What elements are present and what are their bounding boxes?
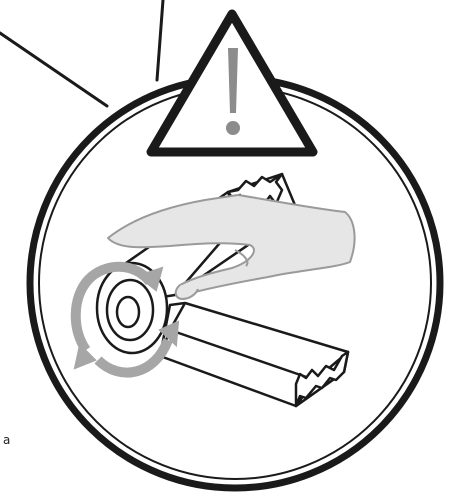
leader-line-top	[157, 0, 163, 80]
leader-line-left	[0, 33, 107, 106]
leader-lines	[0, 0, 163, 106]
callout-label: a	[3, 433, 10, 447]
lower-wooden-block	[160, 303, 348, 406]
